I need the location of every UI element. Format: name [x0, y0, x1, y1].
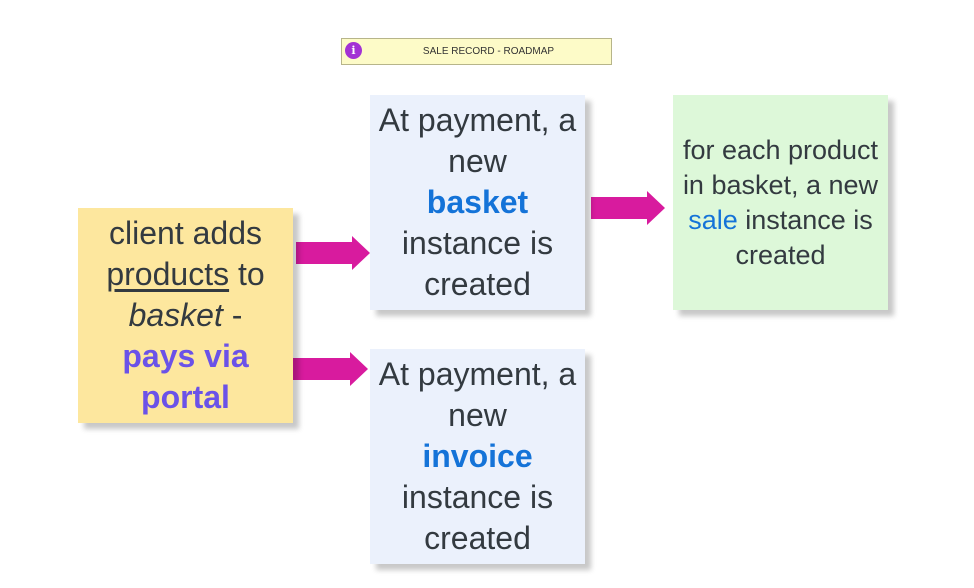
note-invoice-before: At payment, a new: [378, 356, 577, 433]
sale-highlight: sale: [688, 204, 738, 235]
title-banner: i SALE RECORD - ROADMAP: [341, 38, 612, 65]
basket-highlight: basket: [426, 184, 529, 220]
basket-term: basket: [128, 297, 223, 333]
info-icon[interactable]: i: [345, 42, 362, 59]
note-sale-before: for each product in basket, a new: [682, 134, 879, 200]
note-client-line3: basket -: [84, 295, 287, 336]
arrow-client-to-basket: [296, 236, 370, 270]
pays-via-portal-highlight: pays via portal: [122, 338, 249, 415]
note-client-line3-rest: -: [222, 297, 243, 333]
note-basket-instance[interactable]: At payment, a new basket instance is cre…: [370, 95, 585, 310]
diagram-title: SALE RECORD - ROADMAP: [422, 46, 555, 57]
note-sale-instance[interactable]: for each product in basket, a new sale i…: [673, 95, 888, 310]
arrow-client-to-invoice: [293, 352, 368, 386]
note-basket-after: instance is created: [401, 225, 554, 302]
note-client-adds-products[interactable]: client adds products to basket - pays vi…: [78, 208, 293, 423]
invoice-highlight: invoice: [422, 438, 533, 474]
note-client-line1: client adds: [109, 215, 262, 251]
note-basket-before: At payment, a new: [378, 102, 577, 179]
arrow-basket-to-sale: [591, 191, 665, 225]
note-client-line2-rest: to: [229, 256, 265, 292]
note-invoice-instance[interactable]: At payment, a new invoice instance is cr…: [370, 349, 585, 564]
note-invoice-after: instance is created: [401, 479, 554, 556]
note-client-line2: products to: [84, 254, 287, 295]
note-sale-after: instance is created: [735, 204, 873, 270]
products-term: products: [106, 256, 230, 292]
